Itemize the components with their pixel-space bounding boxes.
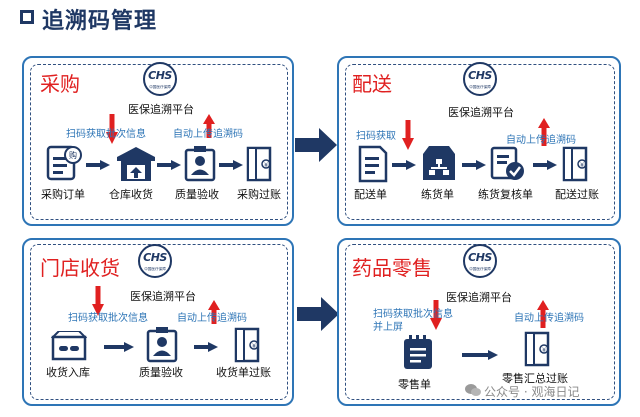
step-arrow-icon xyxy=(533,160,557,170)
svg-text:¥: ¥ xyxy=(542,347,546,354)
step-label: 质量验收 xyxy=(139,366,183,379)
upload-note: 自动上传追溯码 xyxy=(173,129,243,140)
step-arrow-icon xyxy=(104,342,134,352)
quality-check-icon xyxy=(184,146,216,182)
svg-text:购: 购 xyxy=(69,150,77,160)
warehouse-icon xyxy=(117,147,155,181)
store-title: 门店收货 xyxy=(40,256,120,280)
svg-text:¥: ¥ xyxy=(252,343,256,350)
step-label: 练货单 xyxy=(421,188,454,201)
upload-note: 自动上传追溯码 xyxy=(514,313,584,324)
watermark-text: 公众号 · 观海日记 xyxy=(484,385,580,399)
step-label: 零售汇总过账 xyxy=(502,372,568,385)
retail-title: 药品零售 xyxy=(352,256,432,280)
step-label: 质量验收 xyxy=(175,188,219,201)
step-arrow-icon xyxy=(86,160,110,170)
step-label: 采购过账 xyxy=(237,188,281,201)
step-label: 采购订单 xyxy=(41,188,85,201)
up-red-arrow-icon xyxy=(208,300,220,324)
platform-label: 医保追溯平台 xyxy=(130,290,196,303)
down-red-arrow-icon xyxy=(106,114,118,144)
upload-note: 自动上传追溯码 xyxy=(177,313,247,324)
upload-note: 自动上传追溯码 xyxy=(506,135,576,146)
step-arrow-icon xyxy=(462,350,498,360)
down-red-arrow-icon xyxy=(402,120,414,150)
step-label: 收货入库 xyxy=(46,366,90,379)
down-red-arrow-icon xyxy=(430,300,442,330)
picking-box-icon xyxy=(423,146,455,180)
up-red-arrow-icon xyxy=(537,300,549,328)
step-label: 收货单过账 xyxy=(216,366,271,379)
svg-text:¥: ¥ xyxy=(264,162,268,169)
step-label: 练货复核单 xyxy=(478,188,533,201)
right-arrow-icon xyxy=(295,128,337,162)
scan-note: 扫码获取 xyxy=(356,131,396,142)
delivery-note-icon xyxy=(358,145,388,183)
wechat-icon xyxy=(465,384,481,396)
purchase-title: 采购 xyxy=(40,72,80,96)
platform-label: 医保追溯平台 xyxy=(448,106,514,119)
step-arrow-icon xyxy=(219,160,243,170)
quality-check-icon xyxy=(146,327,178,363)
page-title: 追溯码管理 xyxy=(42,9,158,34)
step-label: 零售单 xyxy=(398,378,431,391)
step-label: 仓库收货 xyxy=(109,188,153,201)
review-check-icon xyxy=(490,146,524,180)
title-square-icon xyxy=(20,10,34,24)
posting-icon: ¥ xyxy=(234,327,260,363)
step-arrow-icon xyxy=(194,342,218,352)
posting-icon: ¥ xyxy=(562,146,588,182)
up-red-arrow-icon xyxy=(203,114,215,138)
step-arrow-icon xyxy=(462,160,486,170)
right-arrow-icon xyxy=(297,297,339,331)
retail-receipt-icon xyxy=(404,335,432,369)
svg-text:¥: ¥ xyxy=(580,162,584,169)
scan-note: 扫码获取批次信息 xyxy=(66,129,146,140)
delivery-title: 配送 xyxy=(352,72,392,96)
purchase-order-icon: 购 xyxy=(46,145,82,181)
scan-note: 扫码获取批次信息 xyxy=(373,309,453,320)
scan-note-line2: 并上屏 xyxy=(373,322,403,333)
platform-label: 医保追溯平台 xyxy=(446,291,512,304)
step-label: 配送过账 xyxy=(555,188,599,201)
platform-label: 医保追溯平台 xyxy=(128,103,194,116)
up-red-arrow-icon xyxy=(538,118,550,146)
receiving-box-icon xyxy=(51,331,87,361)
step-label: 配送单 xyxy=(354,188,387,201)
scan-note: 扫码获取批次信息 xyxy=(68,313,148,324)
down-red-arrow-icon xyxy=(92,286,104,316)
posting-icon: ¥ xyxy=(246,146,272,182)
posting-icon: ¥ xyxy=(524,331,550,367)
step-arrow-icon xyxy=(157,160,181,170)
step-arrow-icon xyxy=(392,160,416,170)
